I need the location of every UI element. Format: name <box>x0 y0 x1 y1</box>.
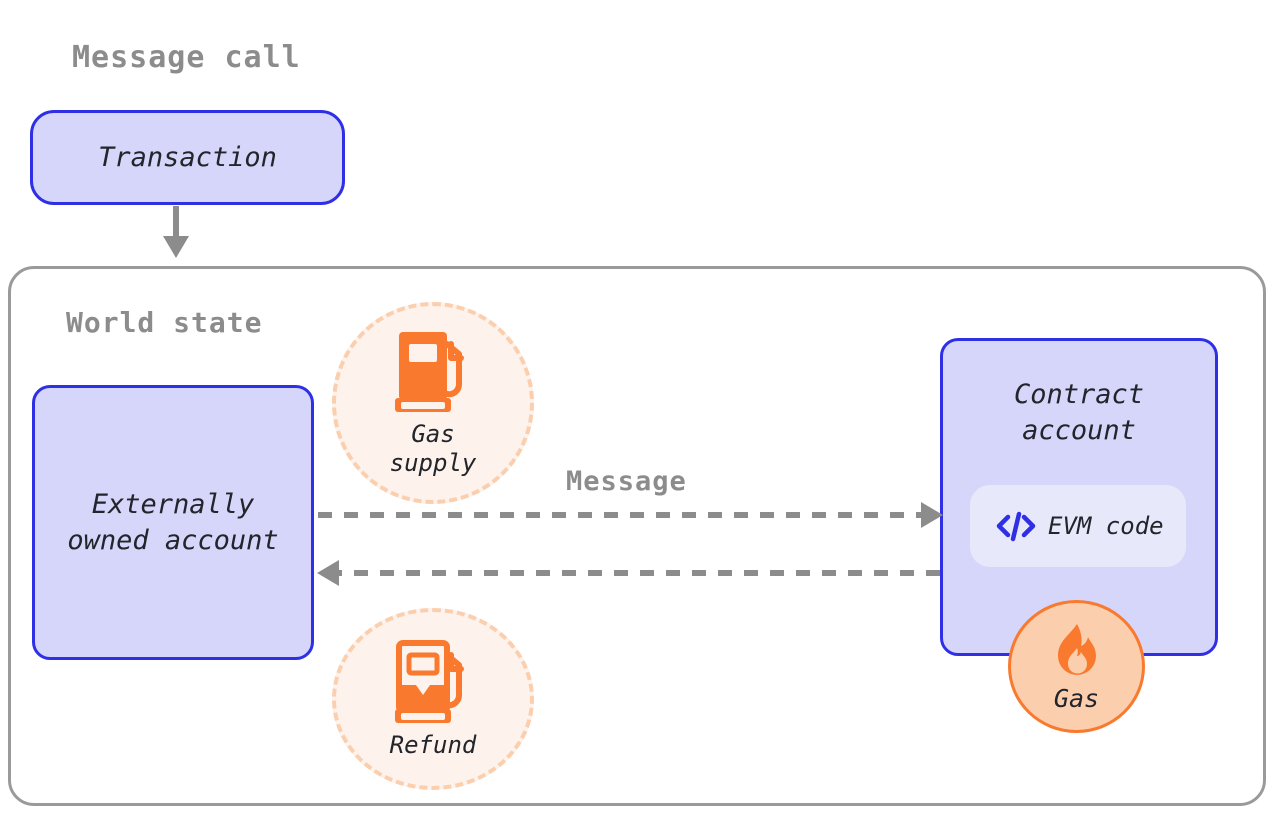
flame-icon <box>1048 622 1106 684</box>
refund-label: Refund <box>389 730 477 759</box>
fuel-pump-partial-icon <box>395 639 471 725</box>
evm-code-pill[interactable]: EVM code <box>970 485 1186 567</box>
externally-owned-account-label: Externally owned account <box>67 488 279 556</box>
world-state-container <box>8 266 1266 806</box>
transaction-to-world-state-arrow <box>163 206 189 258</box>
gas-supply-label: Gas supply <box>389 420 477 477</box>
message-call-heading: Message call <box>72 40 301 75</box>
gas-badge-label: Gas <box>1053 684 1100 713</box>
refund-node[interactable]: Refund <box>332 608 534 790</box>
transaction-label: Transaction <box>98 141 277 173</box>
evm-code-label: EVM code <box>1048 512 1164 540</box>
gas-badge[interactable]: Gas <box>1008 600 1145 733</box>
world-state-heading: World state <box>66 306 263 339</box>
message-arrow-label: Message <box>566 466 687 497</box>
fuel-pump-full-icon <box>395 328 471 414</box>
transaction-node[interactable]: Transaction <box>30 110 345 205</box>
externally-owned-account-node[interactable]: Externally owned account <box>32 385 314 660</box>
contract-account-label: Contract account <box>1013 379 1145 446</box>
code-brackets-icon <box>996 510 1036 542</box>
gas-supply-node[interactable]: Gas supply <box>332 302 534 504</box>
